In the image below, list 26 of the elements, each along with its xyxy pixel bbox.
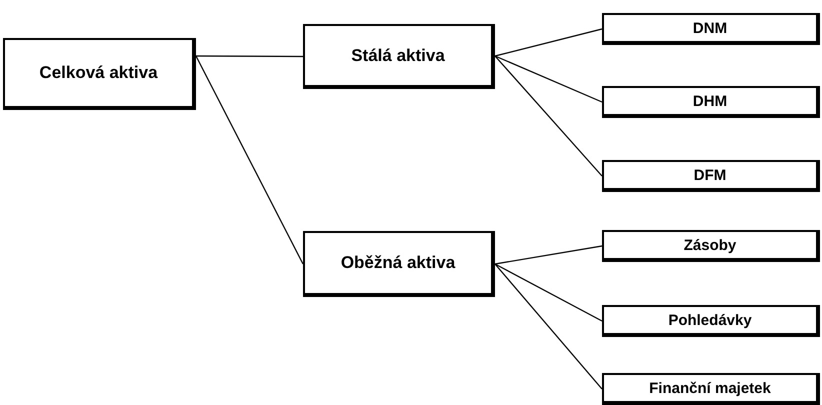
box-label: Celková aktiva: [39, 63, 158, 83]
hierarchy-box: [602, 13, 820, 45]
hierarchy-box: [602, 373, 820, 405]
connector-line: [494, 263, 602, 322]
hierarchy-box: [602, 86, 820, 118]
box-label: Pohledávky: [668, 312, 752, 328]
box-label: Oběžná aktiva: [340, 253, 456, 273]
box-label: Zásoby: [684, 236, 736, 254]
connector-line: [494, 55, 602, 103]
connector-line: [494, 56, 602, 176]
connector-line: [494, 264, 602, 390]
hierarchy-box: [602, 230, 820, 262]
connector-line: [494, 245, 602, 265]
hierarchy-box: [303, 24, 495, 89]
box-label: DNM: [692, 20, 728, 36]
box-label: Finanční majetek: [649, 380, 771, 396]
hierarchy-box: [602, 305, 820, 337]
hierarchy-box: [602, 160, 820, 192]
hierarchy-box: [303, 231, 495, 297]
connector-line: [196, 55, 303, 58]
hierarchy-box: [3, 38, 196, 110]
connector-line: [494, 28, 602, 57]
box-label: DFM: [694, 166, 726, 184]
connector-line: [195, 56, 304, 264]
box-label: Stálá aktiva: [351, 46, 445, 66]
box-label: DHM: [692, 92, 728, 110]
